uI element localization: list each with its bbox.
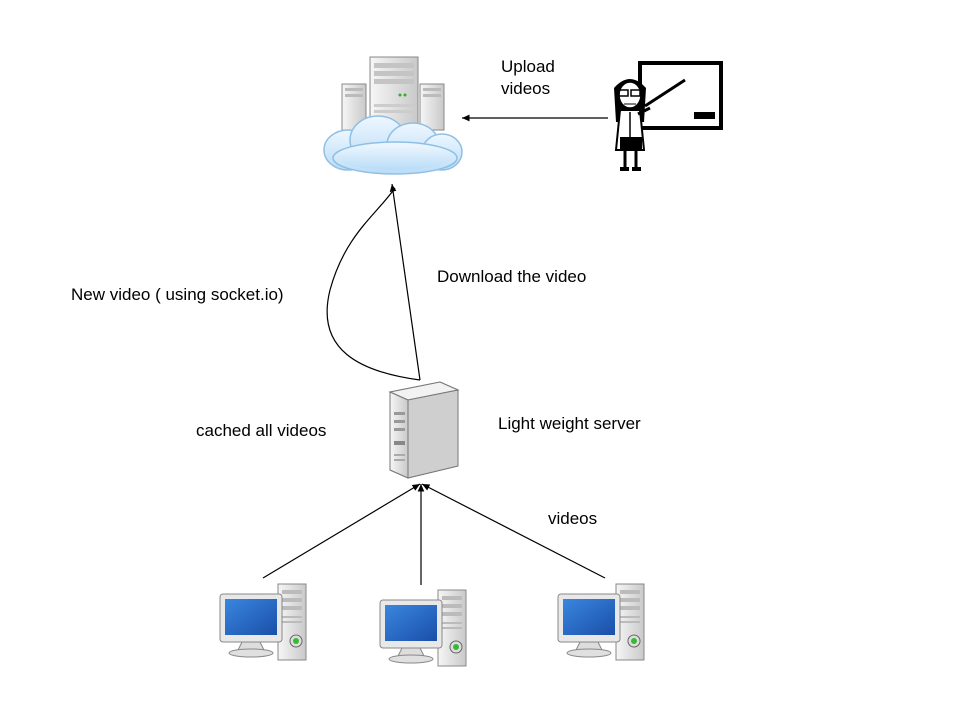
desktop-computer-icon xyxy=(219,583,307,661)
download-label: Download the video xyxy=(437,267,587,286)
client-arrow-right xyxy=(421,483,606,579)
download-arrow xyxy=(389,183,421,381)
videos-label: videos xyxy=(548,509,598,528)
new-video-label: New video ( using socket.io) xyxy=(71,285,284,304)
desktop-computer-icon xyxy=(379,589,467,667)
desktop-computer-icon xyxy=(557,583,645,661)
connectors xyxy=(262,114,608,585)
server-tower-icon xyxy=(388,381,460,479)
cloud-server-icon xyxy=(323,56,463,175)
socket-curve xyxy=(326,187,421,381)
upload-label-line2: videos xyxy=(501,79,551,98)
client-arrow-left xyxy=(262,483,421,579)
teacher-icon xyxy=(614,61,723,171)
cached-label: cached all videos xyxy=(196,421,327,440)
upload-label-line1: Upload xyxy=(501,57,555,76)
light-server-label: Light weight server xyxy=(498,414,641,433)
